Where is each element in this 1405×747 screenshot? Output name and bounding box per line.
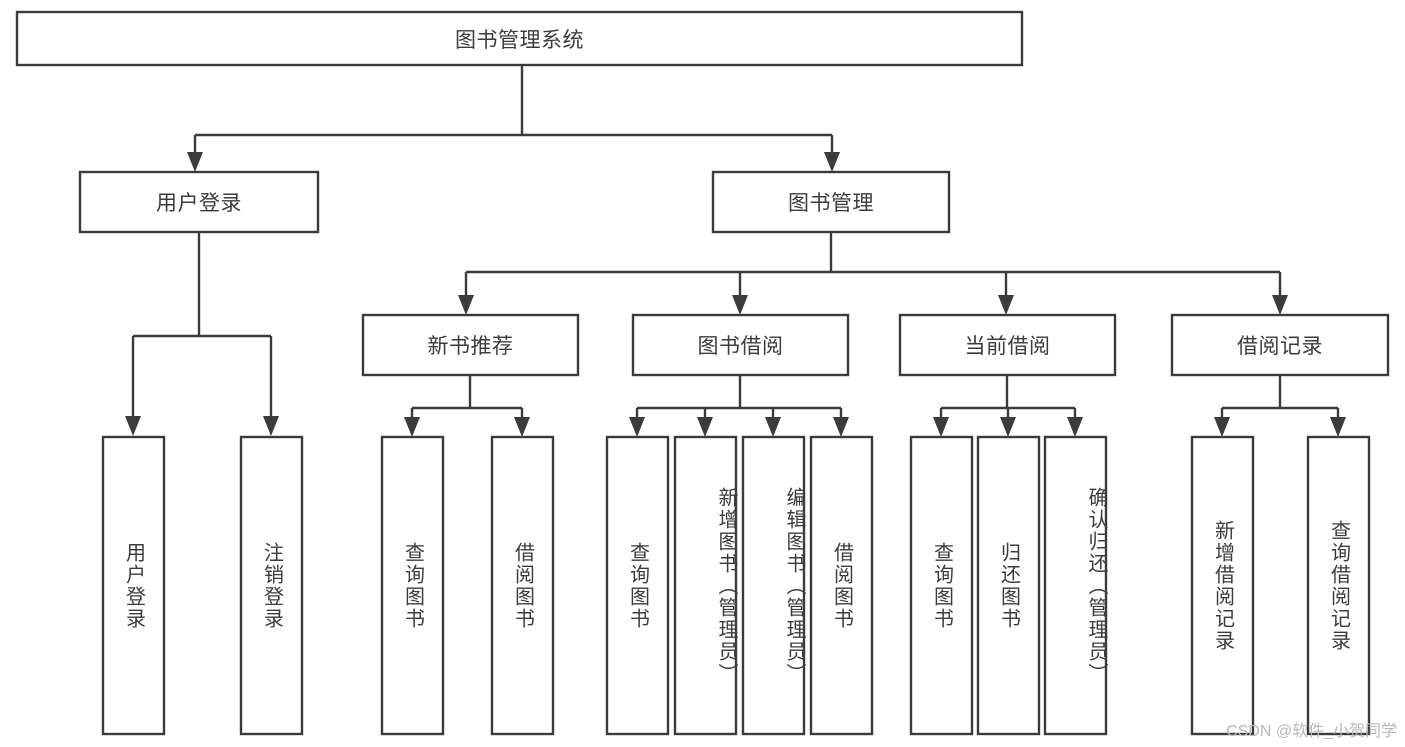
arrowhead-leaf-confirm-return <box>1067 417 1083 437</box>
arrowhead-leaf-borrow-book-1 <box>514 417 530 437</box>
node-root-box[interactable] <box>15 10 1024 67</box>
arrowhead-borrow-record <box>1272 295 1288 315</box>
leaf-box-borrow-book-1[interactable] <box>490 435 555 736</box>
node-current-borrow-box[interactable] <box>898 313 1117 377</box>
leaf-box-return-book[interactable] <box>976 435 1041 736</box>
arrowhead-book-management <box>824 152 840 172</box>
leaf-box-logout[interactable] <box>239 435 304 736</box>
arrowhead-user-login <box>187 152 203 172</box>
leaf-box-add-record[interactable] <box>1190 435 1255 736</box>
arrowhead-leaf-query-book-1 <box>404 417 420 437</box>
leaf-box-user-login[interactable] <box>101 435 166 736</box>
arrowhead-leaf-logout <box>263 416 279 436</box>
arrowhead-leaf-edit-book <box>765 417 781 437</box>
arrowhead-leaf-user-login <box>125 416 141 436</box>
leaf-box-query-record[interactable] <box>1306 435 1371 736</box>
arrowhead-book-borrow <box>732 295 748 315</box>
arrowhead-new-book-recommend <box>458 295 474 315</box>
leaf-box-query-book-2[interactable] <box>605 435 670 736</box>
arrowhead-leaf-add-record <box>1214 417 1230 437</box>
arrowhead-leaf-borrow-book-2 <box>833 417 849 437</box>
leaf-box-borrow-book-2[interactable] <box>809 435 874 736</box>
node-book-management-box[interactable] <box>711 170 951 234</box>
leaf-box-query-book-1[interactable] <box>380 435 445 736</box>
arrowhead-leaf-return-book <box>1000 417 1016 437</box>
node-book-borrow-box[interactable] <box>631 313 850 377</box>
node-borrow-record-box[interactable] <box>1170 313 1390 377</box>
node-new-book-recommend-box[interactable] <box>361 313 580 377</box>
arrowhead-leaf-add-book <box>697 417 713 437</box>
leaf-box-add-book[interactable] <box>673 435 738 736</box>
arrowhead-leaf-query-book-2 <box>629 417 645 437</box>
node-user-login-box[interactable] <box>78 170 320 234</box>
leaf-box-confirm-return[interactable] <box>1043 435 1108 736</box>
leaf-box-query-book-3[interactable] <box>909 435 974 736</box>
arrowhead-leaf-query-book-3 <box>933 417 949 437</box>
arrowhead-current-borrow <box>998 295 1014 315</box>
arrowhead-leaf-query-record <box>1330 417 1346 437</box>
leaf-box-edit-book[interactable] <box>741 435 806 736</box>
